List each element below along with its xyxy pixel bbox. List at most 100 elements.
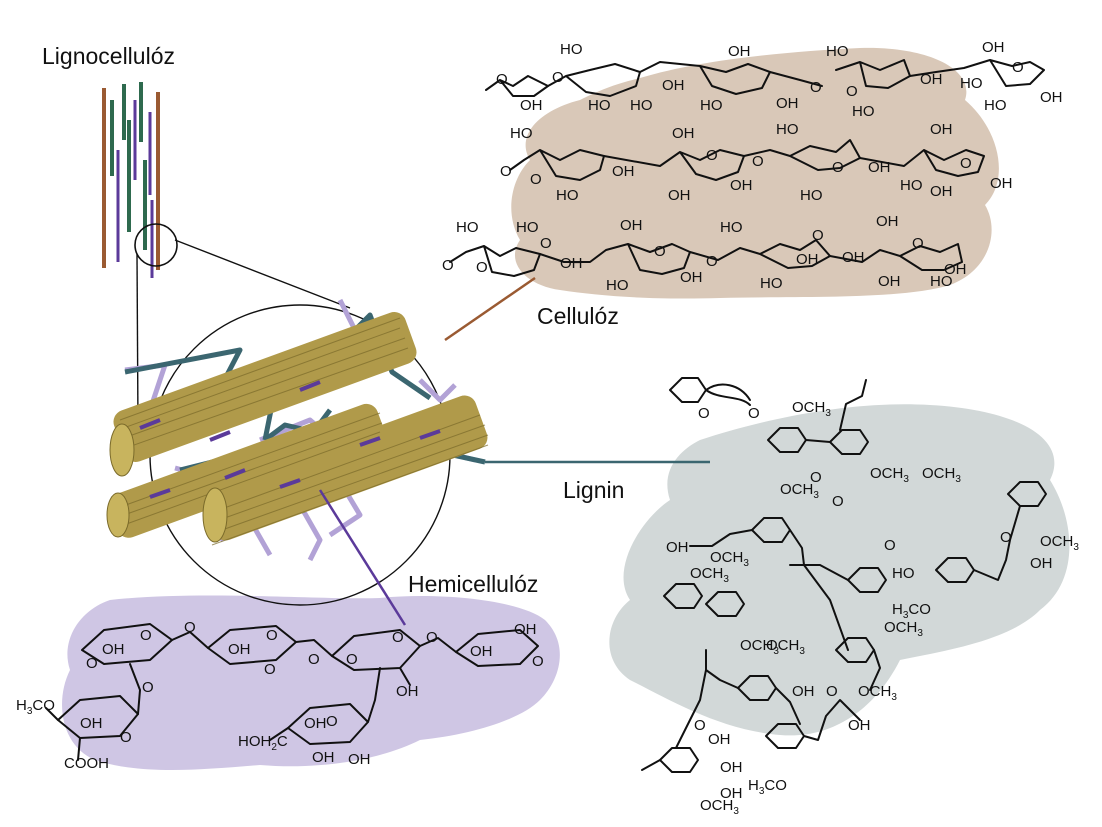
group-label: H3CO [16,697,55,717]
group-label: OCH3 [780,481,819,501]
label-lignin: Lignin [563,477,624,503]
hemicellulose-connector [318,489,407,626]
group-label: O [748,405,760,422]
cellulose-blob [511,47,999,299]
group-label: OCH3 [766,637,805,657]
group-label: OCH3 [690,565,729,585]
svg-text:H3CO: H3CO [892,601,931,621]
group-label: O [476,259,488,276]
cellulose-connector [444,276,536,342]
label-lignocellulose: Lignocellulóz [42,43,175,69]
group-label: O [884,537,896,554]
zoom-line [174,239,351,309]
group-label: OH [348,751,371,768]
label-cellulose: Cellulóz [537,303,619,329]
svg-text:OCH3: OCH3 [792,399,831,419]
zoom-line [136,253,139,429]
group-label: O [326,713,338,730]
group-label: OH [728,43,751,60]
group-label: OH [720,785,743,802]
group-label: HO [760,275,783,292]
group-label: OH [612,163,635,180]
group-label: HO [456,219,479,236]
group-label: HO [700,97,723,114]
group-label: OH [848,717,871,734]
group-label: OCH3 [700,797,739,817]
group-label: OH [920,71,943,88]
group-label: O [912,235,924,252]
group-label: O [426,629,438,646]
group-label: O [142,679,154,696]
group-label: OCH3 [858,683,897,703]
group-label: OH [672,125,695,142]
group-label: HO [516,219,539,236]
group-label: HO [556,187,579,204]
microfibril-bundle [106,298,489,562]
group-label: O [1012,59,1024,76]
group-label: HO [776,121,799,138]
group-label: O [346,651,358,668]
group-label: OH [304,715,327,732]
group-label: O [532,653,544,670]
group-label: OH [776,95,799,112]
cellulose-structure: HO OH O O HO HO OH OH HO OH O HO O HO OH… [442,39,1063,294]
svg-text:OCH3: OCH3 [1040,533,1079,553]
svg-text:OCH3: OCH3 [922,465,961,485]
group-label: HOH2C [238,733,288,753]
group-label: OH [396,683,419,700]
label-hemicellulose: Hemicellulóz [408,571,538,597]
group-label: O [694,717,706,734]
group-label: OH [878,273,901,290]
group-label: OH [720,759,743,776]
group-label: OH [792,683,815,700]
group-label: OH [876,213,899,230]
group-label: O [392,629,404,646]
group-label: O [832,159,844,176]
group-label: OCH3 [1040,533,1079,553]
group-label: OCH3 [710,549,749,569]
group-label: O [812,227,824,244]
group-label: O [706,253,718,270]
group-label: O [698,405,710,422]
svg-text:HOH2C: HOH2C [238,733,288,753]
svg-text:OCH3: OCH3 [858,683,897,703]
group-label: HO [606,277,629,294]
group-label: OH [708,731,731,748]
group-label: OH [930,121,953,138]
group-label: HO [984,97,1007,114]
group-label: H3CO [892,601,931,621]
svg-text:H3CO: H3CO [16,697,55,717]
group-label: OH [680,269,703,286]
group-label: HO [960,75,983,92]
svg-text:OCH3: OCH3 [780,481,819,501]
zoom-circle-small [134,223,178,267]
group-label: O [500,163,512,180]
group-label: O [308,651,320,668]
group-label: OH [982,39,1005,56]
svg-text:OCH3: OCH3 [700,797,739,817]
hemicellulose-structure: O OH O O O OH O O O O OH O OH OH O O H3C… [16,619,544,772]
group-label: OCH3 [740,637,779,657]
group-label: OH [102,641,125,658]
group-label: O [540,235,552,252]
group-label: HO [930,273,953,290]
group-label: OH [228,641,251,658]
group-label: OH [842,249,865,266]
group-label: OH [514,621,537,638]
group-label: O [810,469,822,486]
group-label: COOH [64,755,109,772]
group-label: O [530,171,542,188]
group-label: OH [730,177,753,194]
svg-text:OCH3: OCH3 [884,619,923,639]
group-label: HO [900,177,923,194]
group-label: OH [668,187,691,204]
group-label: OH [1030,555,1053,572]
group-label: O [552,69,564,86]
group-label: OH [868,159,891,176]
group-label: H3CO [748,777,787,797]
group-label: O [654,243,666,260]
group-label: OH [620,217,643,234]
group-label: OH [470,643,493,660]
group-label: OH [312,749,335,766]
